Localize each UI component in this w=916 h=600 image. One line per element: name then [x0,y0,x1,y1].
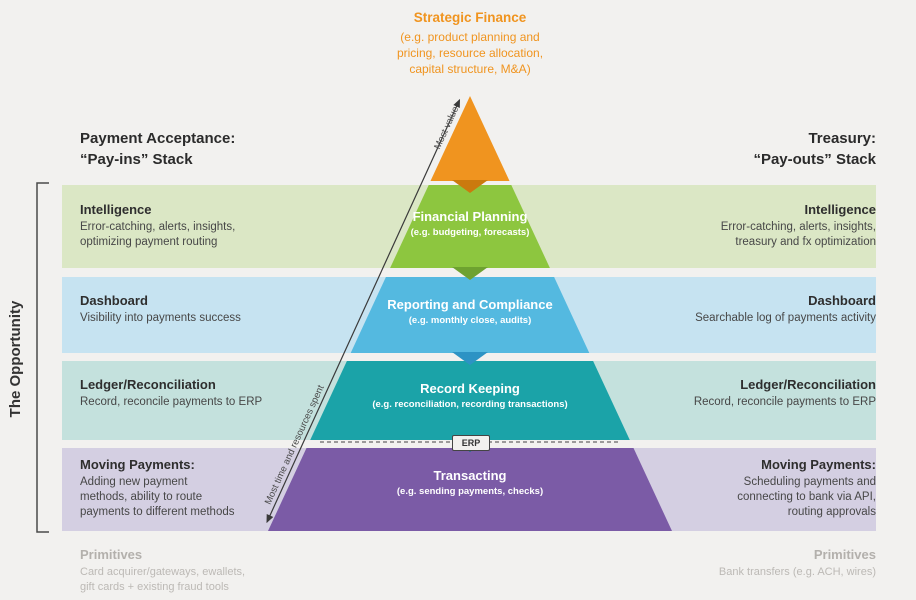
row-desc: Adding new payment methods, ability to r… [80,476,235,518]
row-desc: Record, reconcile payments to ERP [80,396,263,408]
primitives-title: Primitives [813,547,876,562]
strategic-finance-heading: Strategic Finance (e.g. product planning… [300,10,640,77]
erp-label: ERP [452,435,490,451]
layer-subtitle: (e.g. monthly close, audits) [408,315,532,326]
row-dashboard-left: Dashboard Visibility into payments succe… [80,293,275,326]
payins-header-line1: Payment Acceptance: [80,130,236,147]
row-title: Moving Payments: [80,457,195,472]
row-desc: Scheduling payments and connecting to ba… [737,476,876,518]
row-ledger-right: Ledger/Reconciliation Record, reconcile … [661,377,876,410]
row-title: Moving Payments: [761,457,876,472]
row-desc: Error-catching, alerts, insights, treasu… [720,221,876,248]
payouts-header-line2: “Pay-outs” Stack [753,151,876,168]
row-intelligence-right: Intelligence Error-catching, alerts, ins… [661,202,876,250]
layer-title: Transacting [433,468,507,483]
notch-green [452,267,488,280]
row-title: Ledger/Reconciliation [740,377,876,392]
row-title: Intelligence [804,202,876,217]
row-desc: Visibility into payments success [80,312,241,324]
row-moving-payments-right: Moving Payments: Scheduling payments and… [661,457,876,520]
row-desc: Searchable log of payments activity [695,312,876,324]
layer-title: Financial Planning [412,209,528,224]
strategic-finance-title: Strategic Finance [413,10,527,25]
opportunity-bracket [36,182,49,533]
value-effort-arrow [266,98,461,524]
notch-blue [452,352,488,365]
payouts-header-line1: Treasury: [808,130,876,147]
row-desc: Error-catching, alerts, insights, optimi… [80,221,236,248]
primitives-desc: Card acquirer/gateways, ewallets, gift c… [80,566,246,593]
layer-title: Record Keeping [420,381,520,396]
row-ledger-left: Ledger/Reconciliation Record, reconcile … [80,377,275,410]
opportunity-label: The Opportunity [7,300,24,418]
payins-stack-header: Payment Acceptance: “Pay-ins” Stack [80,128,275,170]
row-title: Dashboard [80,293,148,308]
row-intelligence-left: Intelligence Error-catching, alerts, ins… [80,202,275,250]
primitives-left: Primitives Card acquirer/gateways, ewall… [80,547,310,595]
layer-reporting-compliance-label: Reporting and Compliance (e.g. monthly c… [340,297,600,326]
row-dashboard-right: Dashboard Searchable log of payments act… [661,293,876,326]
primitives-desc: Bank transfers (e.g. ACH, wires) [718,566,876,578]
row-title: Ledger/Reconciliation [80,377,216,392]
layer-financial-planning-label: Financial Planning (e.g. budgeting, fore… [340,209,600,238]
row-desc: Record, reconcile payments to ERP [693,396,876,408]
primitives-right: Primitives Bank transfers (e.g. ACH, wir… [661,547,876,580]
strategic-finance-subtitle: (e.g. product planning and pricing, reso… [396,30,544,76]
payouts-stack-header: Treasury: “Pay-outs” Stack [661,128,876,170]
layer-subtitle: (e.g. sending payments, checks) [396,486,544,497]
layer-subtitle: (e.g. budgeting, forecasts) [410,227,530,238]
layer-subtitle: (e.g. reconciliation, recording transact… [372,399,568,410]
payins-header-line2: “Pay-ins” Stack [80,151,193,168]
primitives-title: Primitives [80,547,143,562]
notch-orange [452,180,488,193]
row-title: Dashboard [808,293,876,308]
row-title: Intelligence [80,202,152,217]
layer-record-keeping-label: Record Keeping (e.g. reconciliation, rec… [340,381,600,410]
layer-title: Reporting and Compliance [387,297,553,312]
row-moving-payments-left: Moving Payments: Adding new payment meth… [80,457,275,520]
layer-transacting-label: Transacting (e.g. sending payments, chec… [340,468,600,497]
